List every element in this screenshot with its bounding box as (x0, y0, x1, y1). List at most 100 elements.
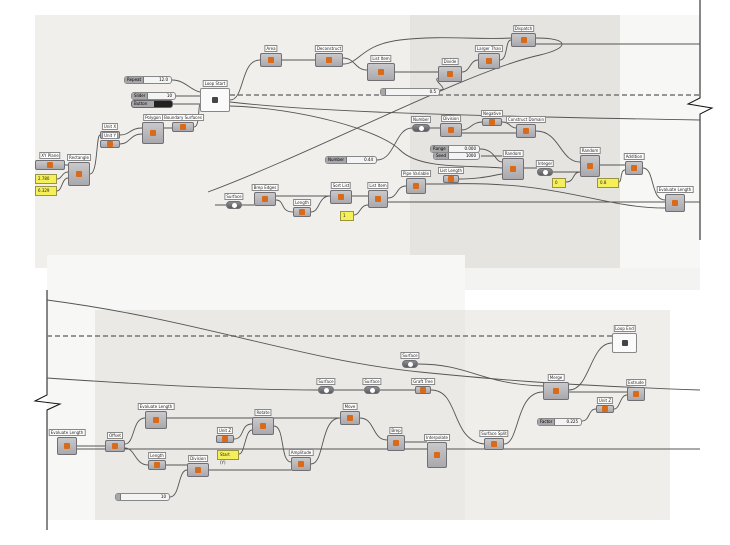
component-merge[interactable] (543, 382, 569, 400)
component-length[interactable] (293, 207, 311, 217)
component-icon (76, 171, 82, 177)
component-negative[interactable] (482, 118, 502, 126)
component-brep[interactable] (387, 435, 405, 451)
component-icon (491, 441, 497, 447)
slider-name: Repeat (125, 77, 145, 83)
component-graft-tree[interactable] (415, 386, 431, 394)
component-icon (413, 183, 419, 189)
component-surface[interactable] (318, 386, 334, 394)
component-rectangle[interactable] (68, 162, 90, 186)
component-division[interactable] (187, 463, 209, 477)
component-evaluate-length[interactable] (665, 194, 685, 212)
component-surface-split[interactable] (484, 438, 504, 450)
number-slider[interactable]: 10 (115, 493, 170, 501)
component-icon (448, 127, 454, 133)
component-label: Larger Than (474, 45, 504, 52)
component-icon (347, 415, 353, 421)
component-pipe-variable[interactable] (406, 178, 426, 194)
component-label: Length (148, 452, 166, 459)
component-deconstruct[interactable] (315, 53, 343, 67)
component-label: Boundary Surfaces (162, 114, 204, 121)
wire (376, 121, 517, 161)
panel[interactable]: 0 (552, 178, 566, 188)
component-unit-z[interactable] (216, 435, 234, 443)
edge-line (686, 0, 714, 240)
component-polygon[interactable] (142, 122, 164, 144)
component-label: List Item (370, 55, 392, 62)
component-icon (486, 58, 492, 64)
component-addition[interactable] (625, 161, 643, 175)
component-larger-than[interactable] (478, 53, 500, 69)
component-unit-z[interactable] (596, 405, 614, 413)
component-area[interactable] (260, 53, 282, 67)
slider-name: Seed (434, 153, 449, 159)
component-list-item[interactable] (368, 190, 388, 208)
component-label: Polygon (143, 114, 163, 121)
wire (395, 39, 512, 91)
component-label: Surface (362, 378, 382, 385)
component-construct-domain[interactable] (516, 124, 536, 138)
wire (310, 417, 427, 465)
number-slider[interactable]: Seed 1000 (433, 152, 480, 160)
component-icon (489, 119, 495, 125)
component-offset[interactable] (105, 440, 125, 452)
component-icon (268, 57, 274, 63)
component-icon (447, 71, 453, 77)
component-list-length[interactable] (443, 175, 459, 183)
slider-value: 1000 (465, 153, 476, 158)
component-random[interactable] (502, 158, 524, 180)
component-surface[interactable] (364, 386, 380, 394)
component-icon (64, 443, 70, 449)
component-amplitude[interactable] (291, 457, 311, 471)
component-division[interactable] (440, 123, 462, 137)
component-icon (418, 125, 424, 131)
panel[interactable]: Start (Y) (217, 450, 239, 465)
component-sort-list[interactable] (330, 190, 352, 204)
component-brep-edges[interactable] (254, 192, 276, 206)
slider-value: 0.225 (566, 419, 578, 424)
component-icon (260, 423, 266, 429)
component-extrude[interactable] (627, 387, 645, 401)
component-icon (231, 202, 237, 208)
panel[interactable]: 1 (340, 211, 354, 221)
component-interpolate[interactable] (427, 442, 447, 468)
component-label: Length (293, 199, 311, 206)
component-evaluate-length[interactable] (57, 437, 77, 455)
component-icon (378, 69, 384, 75)
panel[interactable]: 0.8 (597, 178, 619, 188)
component-loop-start[interactable] (200, 88, 230, 112)
wire (171, 79, 201, 105)
number-slider[interactable]: 0.5 (380, 88, 440, 96)
component-list-item[interactable] (367, 63, 395, 81)
top-group-region (410, 15, 620, 268)
component-unit-y[interactable] (100, 140, 120, 148)
component-number[interactable] (412, 124, 430, 132)
component-surface[interactable] (402, 360, 418, 368)
component-dispatch[interactable] (511, 33, 536, 47)
panel[interactable]: 2.780 (35, 174, 57, 184)
panel[interactable]: 6.329 (35, 186, 57, 196)
component-length[interactable] (148, 460, 166, 470)
component-integer[interactable] (537, 168, 553, 176)
component-rotate[interactable] (252, 417, 274, 435)
component-evaluate-length[interactable] (145, 411, 167, 429)
component-label: Unit Y (102, 132, 118, 139)
component-label: Dispatch (512, 25, 535, 32)
component-boundary-surfaces[interactable] (172, 122, 194, 132)
component-move[interactable] (340, 411, 360, 425)
component-label: Rectangle (67, 154, 91, 161)
component-icon (326, 57, 332, 63)
component-xy-plane[interactable] (35, 160, 65, 170)
component-loop-end[interactable] (612, 333, 637, 353)
component-surface[interactable] (226, 201, 242, 209)
component-divide[interactable] (438, 66, 462, 82)
component-icon (434, 452, 440, 458)
component-icon (633, 391, 639, 397)
button-component[interactable]: Button (131, 100, 173, 108)
component-random[interactable] (580, 155, 600, 177)
